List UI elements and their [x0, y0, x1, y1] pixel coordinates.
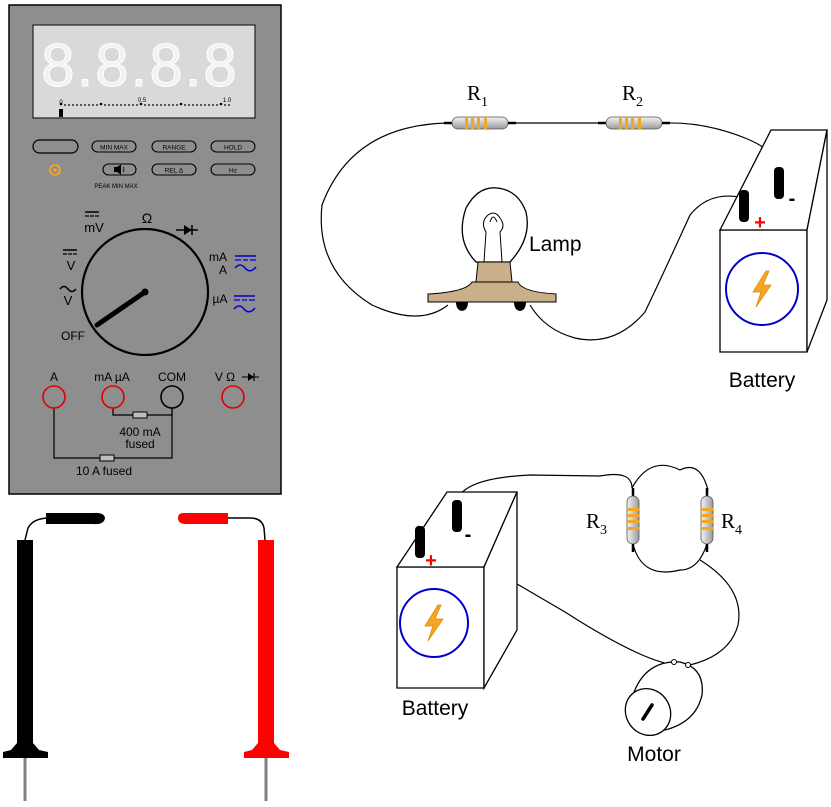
multimeter: 8.8.8.8 0 0.5 1.0 MIN MAX RANGE HOLD REL… — [9, 5, 281, 494]
bargraph-tick — [216, 104, 218, 106]
bargraph-tick — [96, 104, 98, 106]
bargraph-tick — [120, 104, 122, 106]
bargraph-tick — [164, 104, 166, 106]
hold-button-label: HOLD — [224, 145, 242, 152]
bargraph-tick — [124, 104, 126, 106]
bargraph-tick — [180, 103, 183, 106]
dial-label-dc-v: V — [67, 258, 76, 273]
fuse-10a — [100, 455, 114, 461]
bargraph-tick — [228, 104, 230, 106]
bargraph-tick — [204, 104, 206, 106]
battery-top — [720, 130, 827, 352]
lamp-label: Lamp — [529, 233, 582, 256]
jack-a[interactable] — [43, 386, 65, 408]
backlight-icon — [53, 168, 57, 172]
battery-bottom-plus: + — [425, 550, 437, 572]
jack-label-a: A — [50, 370, 58, 384]
battery-top-label: Battery — [729, 369, 796, 392]
battery-bottom-label: Battery — [402, 697, 469, 720]
jack-ma-ua[interactable] — [102, 386, 124, 408]
bargraph-tick — [116, 104, 118, 106]
resistor-label-r2: R2 — [622, 81, 643, 110]
bargraph-tick — [136, 104, 138, 106]
battery-bottom-minus: - — [465, 524, 472, 546]
bargraph-tick — [212, 104, 214, 106]
red-test-lead[interactable] — [178, 513, 289, 801]
dial-hub — [142, 289, 149, 296]
jack-v-ohm[interactable] — [222, 386, 244, 408]
bargraph-tick — [132, 104, 134, 106]
battery-top-plus: + — [754, 212, 766, 234]
resistor-label-r4: R4 — [721, 509, 742, 538]
bargraph-tick — [160, 104, 162, 106]
bargraph-tick — [196, 104, 198, 106]
jack-label-ma-ua: mA µA — [94, 370, 130, 384]
bargraph-tick — [152, 104, 154, 106]
resistor-r1 — [444, 117, 516, 129]
jack-label-com: COM — [158, 370, 186, 384]
bargraph-tick — [148, 104, 150, 106]
bottom-circuit: R3 R4 + - Battery — [397, 465, 742, 766]
bargraph-tick — [88, 104, 90, 106]
dial-label-ohm: Ω — [142, 210, 152, 226]
bargraph-tick — [200, 104, 202, 106]
bargraph-tick — [176, 104, 178, 106]
bargraph-tick — [108, 104, 110, 106]
dial-label-ua: µA — [213, 292, 228, 306]
bargraph-label-mid: 0.5 — [138, 98, 147, 104]
range-button-label: RANGE — [162, 145, 186, 152]
resistor-r2 — [598, 117, 670, 129]
lcd-digits: 8.8.8.8 — [41, 32, 239, 99]
top-circuit-wires — [321, 123, 778, 340]
motor-label: Motor — [627, 743, 681, 766]
bargraph-tick — [72, 104, 74, 106]
bargraph-tick — [68, 104, 70, 106]
jack-label-v-ohm: V Ω — [215, 370, 235, 384]
jack-com[interactable] — [161, 386, 183, 408]
min-max-button-label: MIN MAX — [100, 145, 128, 152]
bargraph-tick — [112, 104, 114, 106]
resistor-r4 — [701, 488, 713, 552]
bargraph-tick — [168, 104, 170, 106]
bargraph-tick — [100, 103, 103, 106]
dial-label-a: A — [219, 263, 227, 277]
resistor-label-r3: R3 — [586, 509, 607, 538]
bargraph-tick — [192, 104, 194, 106]
fuse-label-fused: fused — [125, 437, 154, 451]
dial-label-ma: mA — [209, 250, 227, 264]
dial-label-off: OFF — [61, 329, 85, 343]
meter-button-blank[interactable] — [33, 140, 78, 153]
bargraph-tick — [128, 104, 130, 106]
bargraph-tick — [76, 104, 78, 106]
bargraph-tick — [156, 104, 158, 106]
bargraph-tick — [104, 104, 106, 106]
bargraph-tick — [80, 104, 82, 106]
bargraph-label-max: 1.0 — [223, 98, 232, 104]
bargraph-tick — [188, 104, 190, 106]
bargraph-tick — [208, 104, 210, 106]
dial-label-mv: mV — [84, 220, 104, 235]
bargraph-tick — [64, 104, 66, 106]
top-circuit: R1 R2 Lamp — [321, 81, 827, 392]
fuse-label-10a: 10 A fused — [76, 464, 132, 478]
resistor-r3 — [627, 488, 639, 552]
peak-min-max-label: PEAK MIN MAX — [94, 184, 137, 190]
motor — [616, 660, 702, 745]
bargraph-tick — [172, 104, 174, 106]
bargraph-tick — [84, 104, 86, 106]
black-test-lead[interactable] — [3, 513, 105, 801]
bargraph-cursor — [59, 109, 63, 117]
resistor-label-r1: R1 — [467, 81, 488, 110]
hz-button-label: Hz — [229, 168, 237, 175]
rel-button-label: REL Δ — [165, 168, 184, 175]
dial-label-ac-v: V — [64, 293, 73, 308]
battery-top-minus: - — [789, 188, 796, 210]
battery-bottom — [397, 492, 517, 688]
bargraph-tick — [184, 104, 186, 106]
bargraph-tick — [144, 104, 146, 106]
bargraph-tick — [224, 104, 226, 106]
fuse-400ma — [133, 412, 147, 418]
bargraph-tick — [92, 104, 94, 106]
